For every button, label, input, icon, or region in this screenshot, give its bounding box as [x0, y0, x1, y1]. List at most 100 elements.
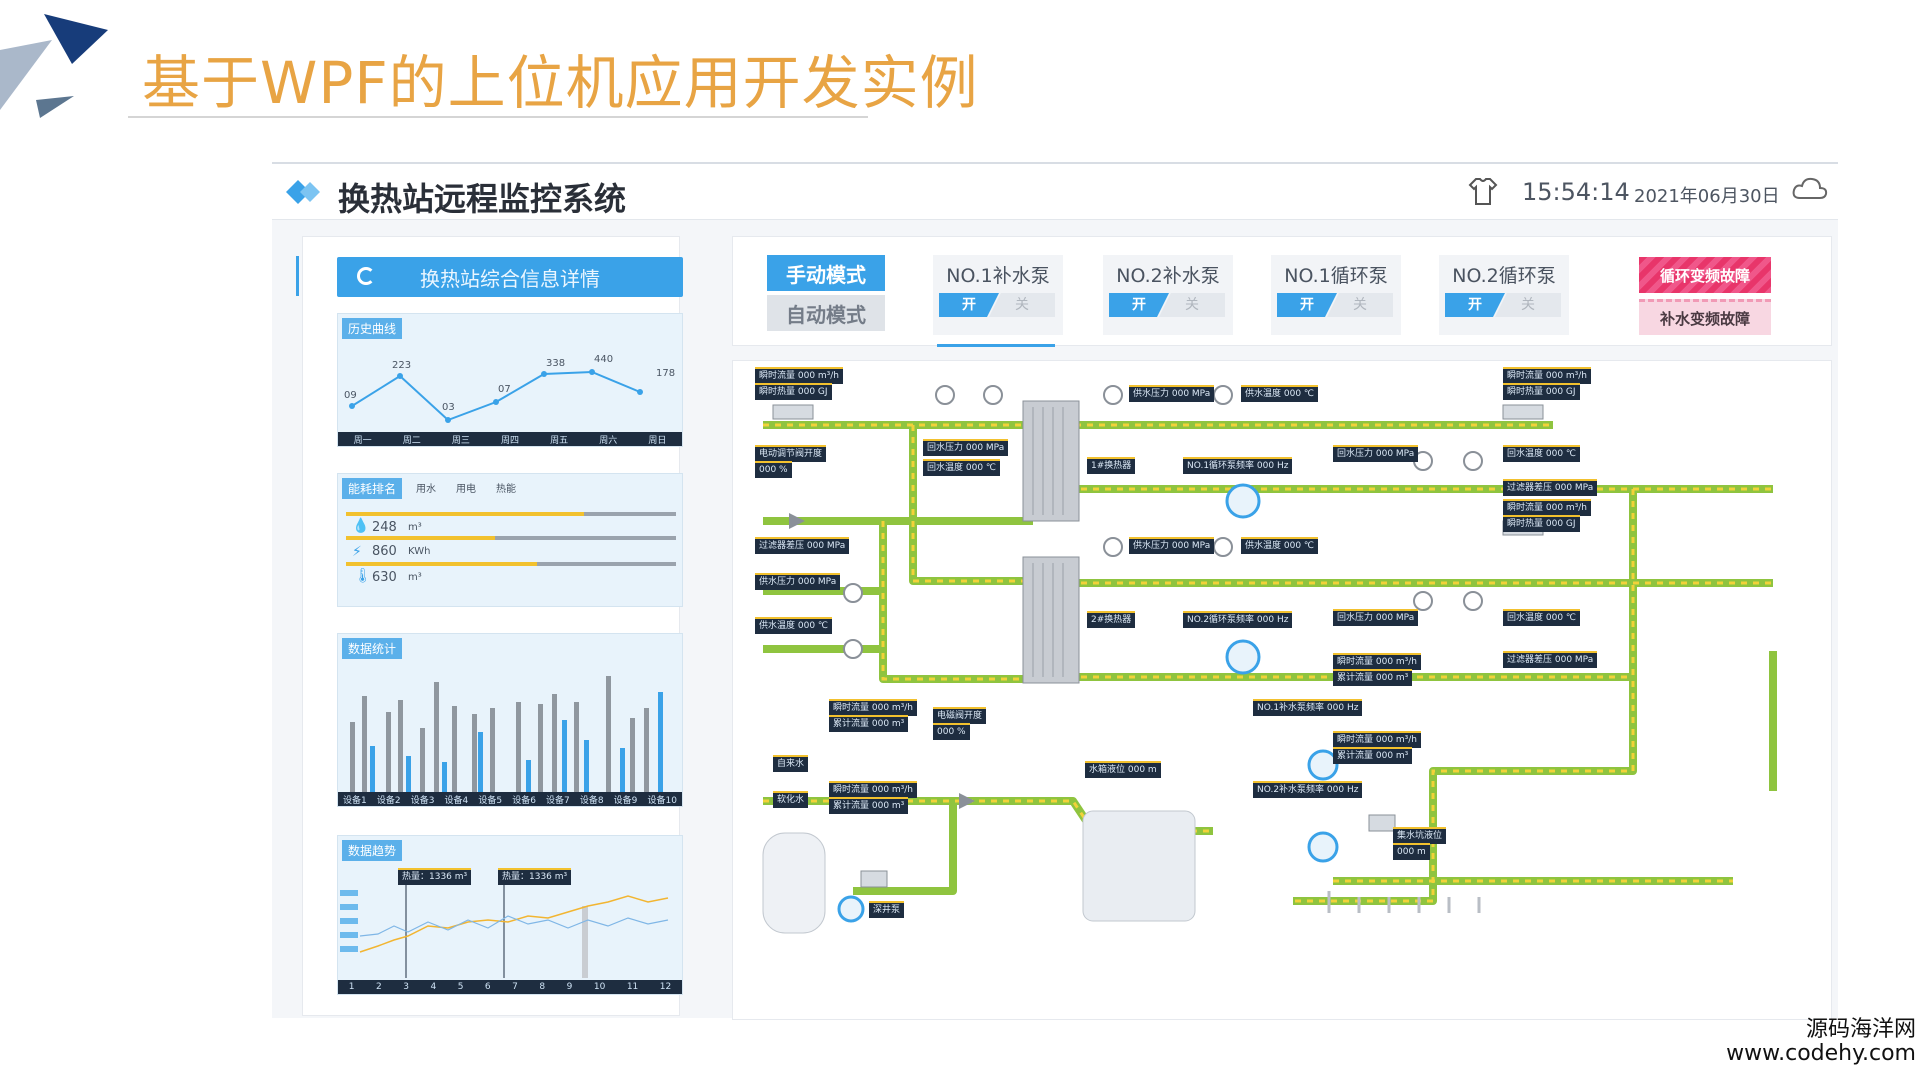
readout-flow-right: 瞬时流量 000 m³/h	[1503, 367, 1592, 384]
slide-title: 基于WPF的上位机应用开发实例	[142, 49, 979, 117]
manual-mode-button[interactable]: 手动模式	[767, 255, 885, 291]
energy-bar-track	[346, 512, 676, 516]
deep-well-pump-icon	[837, 895, 865, 923]
readout-circulation-2-freq: NO.2循环泵频率 000 Hz	[1183, 611, 1293, 628]
heat-exchanger-1	[1022, 400, 1080, 522]
day-label: 周一	[353, 435, 372, 446]
history-point-label: 440	[594, 354, 614, 365]
slide-corner-decoration	[0, 14, 108, 118]
stats-tag: 数据统计	[342, 638, 403, 659]
energy-value: 248	[372, 520, 397, 535]
heat-exchanger-2-label: 2#换热器	[1087, 611, 1136, 628]
readout-accum-flow-b: 瞬时流量 000 m³/h	[1333, 731, 1422, 748]
pump-circulation-1: NO.1循环泵 开 关	[1271, 255, 1401, 335]
pump-name: NO.1补水泵	[946, 265, 1050, 287]
device-label: 设备4	[444, 795, 469, 806]
readout-supply-pressure-1: 供水压力 000 MPa	[1129, 385, 1215, 402]
circulation-vfd-fault-alarm[interactable]: 循环变频故障	[1639, 257, 1771, 293]
pump-control-bar: 手动模式 自动模式 NO.1补水泵 开 关 NO.2补水泵 开 关 NO.1循环…	[732, 236, 1832, 347]
readout-return-pressure-r1: 回水压力 000 MPa	[1333, 445, 1419, 462]
day-label: 周五	[550, 435, 569, 446]
device-label: 设备5	[478, 795, 503, 806]
history-axis: 周一 周二 周三 周四 周五 周六 周日	[338, 432, 682, 446]
history-curve-card: 历史曲线 09 223 03 07 338 440 178 周一 周二 周三 周…	[337, 313, 683, 447]
label-softener: 软化水	[773, 791, 809, 808]
pump-off-button[interactable]: 关	[1327, 293, 1393, 317]
readout-accum-flow-d: 瞬时流量 000 m³/h	[829, 781, 918, 798]
panel-accent-bar	[296, 256, 299, 296]
energy-unit: KWh	[408, 546, 431, 557]
readout-pit-level: 集水坑液位	[1393, 827, 1447, 844]
pipe-network	[762, 385, 1777, 934]
energy-bar-fill	[346, 562, 538, 566]
pump-name: NO.2循环泵	[1452, 265, 1556, 287]
heat-exchanger-2	[1022, 556, 1080, 684]
legend-water: 用水	[416, 484, 436, 495]
clock-date: 2021年06月30日	[1634, 186, 1780, 207]
stats-axis: 设备1 设备2 设备3 设备4 设备5 设备6 设备7 设备8 设备9 设备10	[338, 792, 682, 806]
history-point-label: 338	[546, 358, 566, 369]
data-stats-card: 数据统计	[337, 633, 683, 807]
watermark: 源码海洋网 www.codehy.com	[1726, 1018, 1916, 1066]
readout-supply-pressure-2: 供水压力 000 MPa	[1129, 537, 1215, 554]
makeup-pump-1-icon	[1307, 749, 1339, 781]
energy-bar-track	[346, 536, 676, 540]
water-tank	[1082, 810, 1196, 922]
day-label: 周二	[402, 435, 421, 446]
shirt-icon[interactable]	[1466, 174, 1500, 208]
readout-solenoid-value: 000 %	[933, 723, 970, 740]
heat-exchanger-1-label: 1#换热器	[1087, 457, 1136, 474]
history-point-label: 09	[344, 390, 357, 401]
readout-solenoid-valve: 电磁阀开度	[933, 707, 987, 724]
month-label: 12	[659, 982, 672, 992]
energy-value: 860	[372, 544, 397, 559]
pump-on-button[interactable]: 开	[939, 293, 999, 317]
watermark-url: www.codehy.com	[1726, 1041, 1916, 1066]
pump-off-button[interactable]: 关	[1159, 293, 1225, 317]
readout-return-pressure-r2: 回水压力 000 MPa	[1333, 609, 1419, 626]
month-label: 9	[566, 982, 573, 992]
readout-accum-flow-a: 瞬时流量 000 m³/h	[1333, 653, 1422, 670]
readout-heat-right: 瞬时热量 000 GJ	[1503, 383, 1580, 400]
cloud-icon[interactable]	[1790, 174, 1830, 208]
energy-value: 630	[372, 570, 397, 585]
device-label: 设备8	[579, 795, 604, 806]
pump-on-button[interactable]: 开	[1445, 293, 1505, 317]
diamond-logo-icon	[286, 180, 320, 204]
history-point-label: 07	[498, 384, 511, 395]
readout-return-pressure-a: 回水压力 000 MPa	[923, 439, 1009, 456]
softener-tank	[762, 832, 826, 934]
makeup-pump-2-icon	[1307, 831, 1339, 863]
pump-on-button[interactable]: 开	[1109, 293, 1169, 317]
pump-off-button[interactable]: 关	[1495, 293, 1561, 317]
history-point-label: 178	[656, 368, 676, 379]
circulation-pump-2-icon	[1225, 639, 1261, 675]
energy-tag: 能耗排名	[342, 478, 403, 499]
day-label: 周日	[648, 435, 667, 446]
energy-unit: m³	[408, 522, 422, 533]
readout-accum-total-d: 累计流量 000 m³	[829, 797, 909, 814]
trend-tag: 数据趋势	[342, 840, 403, 861]
readout-tank-level: 水箱液位 000 m	[1085, 761, 1161, 778]
history-line-chart	[349, 369, 643, 423]
makeup-vfd-fault-alarm[interactable]: 补水变频故障	[1639, 299, 1771, 335]
device-label: 设备6	[512, 795, 536, 806]
readout-return-temp-r2: 回水温度 000 ℃	[1503, 609, 1581, 626]
month-label: 11	[626, 982, 639, 992]
readout-accum-total-a: 累计流量 000 m³	[1333, 669, 1413, 686]
legend-heat: 热能	[496, 484, 516, 495]
readout-circulation-1-freq: NO.1循环泵频率 000 Hz	[1183, 457, 1293, 474]
pump-off-button[interactable]: 关	[989, 293, 1055, 317]
stats-bar-chart	[350, 676, 663, 792]
readout-accum-total-b: 累计流量 000 m³	[1333, 747, 1413, 764]
pump-name: NO.2补水泵	[1116, 265, 1220, 287]
readout-filter-right-2: 过滤器差压 000 MPa	[1503, 651, 1598, 668]
station-info-button[interactable]: 换热站综合信息详情	[337, 257, 683, 297]
overview-panel: 换热站综合信息详情 历史曲线 09 223 03 07 338 440 178 …	[302, 236, 683, 1016]
readout-heat-left: 瞬时热量 000 GJ	[755, 383, 832, 400]
readout-accum-total-c: 累计流量 000 m³	[829, 715, 909, 732]
pump-makeup-2: NO.2补水泵 开 关	[1103, 255, 1233, 335]
pump-makeup-1: NO.1补水泵 开 关	[933, 255, 1063, 347]
pump-on-button[interactable]: 开	[1277, 293, 1337, 317]
auto-mode-button[interactable]: 自动模式	[767, 295, 885, 331]
